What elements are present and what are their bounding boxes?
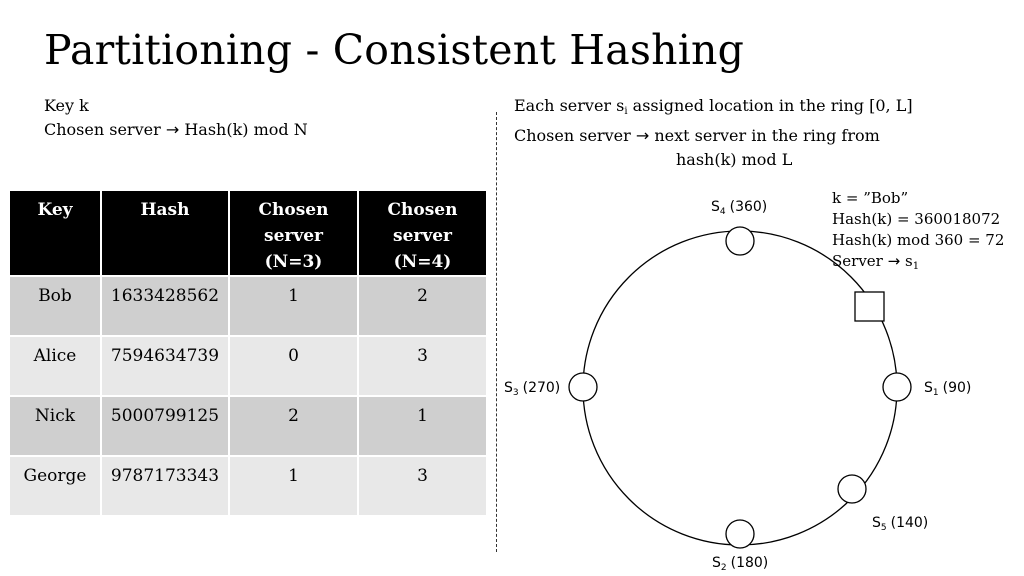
server-node-s2	[725, 519, 755, 549]
cell-n4: 2	[357, 275, 488, 337]
s5-sub: 5	[881, 523, 887, 533]
partition-by-mod-description: Key k Chosen server → Hash(k) mod N	[44, 94, 308, 142]
cell-n3: 0	[228, 335, 359, 397]
cell-n3: 1	[228, 455, 359, 517]
table-header-row: Key Hash Chosen server (N=3) Chosen serv…	[8, 191, 488, 277]
s2-sub: 2	[721, 563, 727, 573]
line2-prefix: Chosen server	[514, 126, 631, 145]
server-label-s4: S4 (360)	[711, 199, 767, 217]
right-arrow-icon: →	[635, 126, 650, 145]
table-row: George 9787173343 1 3	[8, 455, 488, 517]
ann-server-suffix: s	[905, 252, 913, 270]
cell-n3: 1	[228, 275, 359, 337]
server-node-s4	[725, 226, 755, 256]
header-hash: Hash	[100, 191, 230, 277]
ann-server-prefix: Server	[832, 252, 883, 270]
line1-sub: i	[624, 106, 628, 117]
key-line: Key k	[44, 96, 89, 115]
cell-hash: 7594634739	[100, 335, 230, 397]
consistent-hashing-description: Each server si assigned location in the …	[514, 94, 913, 172]
table-row: Bob 1633428562 1 2	[8, 275, 488, 337]
right-arrow-icon: →	[887, 252, 901, 270]
ann-mod-line: Hash(k) mod 360 = 72	[832, 231, 1005, 249]
ann-hash-line: Hash(k) = 360018072	[832, 210, 1001, 228]
dashed-divider	[496, 112, 497, 552]
cell-hash: 5000799125	[100, 395, 230, 457]
server-label-s3: S3 (270)	[504, 380, 560, 398]
ring-rule-line: Chosen server → next server in the ring …	[514, 124, 913, 148]
ring-rule-line-cont: hash(k) mod L	[676, 150, 793, 169]
header-key: Key	[8, 191, 102, 277]
s4-name: S	[711, 199, 720, 215]
cell-key: Nick	[8, 395, 102, 457]
right-arrow-icon: →	[165, 120, 180, 139]
cell-n3: 2	[228, 395, 359, 457]
rule-prefix: Chosen server	[44, 120, 161, 139]
ann-key-line: k = ”Bob”	[832, 189, 909, 207]
cell-hash: 1633428562	[100, 275, 230, 337]
header-chosen-n3: Chosen server (N=3)	[228, 191, 359, 277]
line2-suffix: next server in the ring from	[654, 126, 880, 145]
s1-loc: (90)	[943, 380, 972, 396]
bob-hash-annotation: k = ”Bob” Hash(k) = 360018072 Hash(k) mo…	[832, 188, 1004, 277]
rule-suffix: Hash(k) mod N	[184, 120, 308, 139]
server-label-s1: S1 (90)	[924, 380, 971, 398]
s1-sub: 1	[933, 388, 939, 398]
header-chosen-n4: Chosen server (N=4)	[357, 191, 488, 277]
s3-sub: 3	[513, 388, 519, 398]
s3-name: S	[504, 380, 513, 396]
ann-server-line: Server → s1	[832, 251, 1004, 277]
line1-prefix: Each server s	[514, 96, 625, 115]
s2-name: S	[712, 555, 721, 571]
page-title: Partitioning - Consistent Hashing	[44, 26, 745, 74]
mod-rule-line: Chosen server → Hash(k) mod N	[44, 118, 308, 142]
s5-name: S	[872, 515, 881, 531]
cell-key: Alice	[8, 335, 102, 397]
table-row: Nick 5000799125 2 1	[8, 395, 488, 457]
s4-loc: (360)	[730, 199, 768, 215]
s3-loc: (270)	[523, 380, 561, 396]
s1-name: S	[924, 380, 933, 396]
key-bob-marker	[854, 291, 885, 322]
server-node-s3	[568, 372, 598, 402]
server-location-line: Each server si assigned location in the …	[514, 94, 913, 124]
s4-sub: 4	[720, 207, 726, 217]
cell-n4: 1	[357, 395, 488, 457]
s2-loc: (180)	[731, 555, 769, 571]
key-hash-table: Key Hash Chosen server (N=3) Chosen serv…	[8, 191, 488, 517]
cell-n4: 3	[357, 455, 488, 517]
cell-key: George	[8, 455, 102, 517]
s5-loc: (140)	[891, 515, 929, 531]
server-node-s1	[882, 372, 912, 402]
server-label-s5: S5 (140)	[872, 515, 928, 533]
cell-key: Bob	[8, 275, 102, 337]
line1-suffix: assigned location in the ring [0, L]	[632, 96, 913, 115]
server-node-s5	[837, 474, 867, 504]
cell-hash: 9787173343	[100, 455, 230, 517]
ann-server-sub: 1	[912, 261, 920, 272]
server-label-s2: S2 (180)	[712, 555, 768, 573]
table-row: Alice 7594634739 0 3	[8, 335, 488, 397]
cell-n4: 3	[357, 335, 488, 397]
